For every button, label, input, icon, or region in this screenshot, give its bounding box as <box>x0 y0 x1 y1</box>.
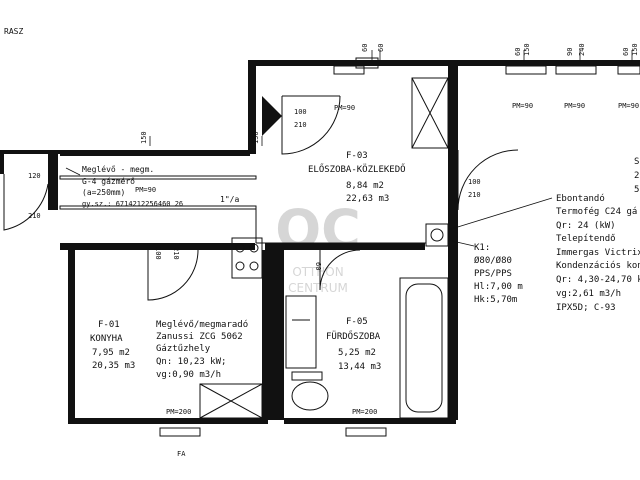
boiler-line-3: Immergas Victrix <box>556 248 640 258</box>
room-hall: F-03 ELŐSZOBA-KÖZLEKEDŐ 8,84 m2 22,63 m3 <box>308 151 406 204</box>
hall-name: ELŐSZOBA-KÖZLEKEDŐ <box>308 164 406 175</box>
dim-150-mid: 150 <box>140 131 148 144</box>
kitchen-area: 7,95 m2 <box>92 348 130 358</box>
kitchen-volume: 20,35 m3 <box>92 361 135 371</box>
dim-60-r2: 60 <box>622 48 630 56</box>
dim-150-r1: 150 <box>523 43 531 56</box>
k1-flue-note: K1: Ø80/Ø80 PPS/PPS Hl:7,00 m Hk:5,70m <box>474 243 523 305</box>
k1-line-1: Ø80/Ø80 <box>474 255 512 266</box>
bath-code: F-05 <box>346 317 368 327</box>
boiler-line-2: Telepítendő <box>556 234 616 244</box>
dim-90-r1: 90 <box>566 48 574 56</box>
toilet <box>291 371 329 411</box>
pm90-a: PM=90 <box>512 102 533 110</box>
pm200-kitchen: PM=200 <box>166 408 191 416</box>
stove-line-4: vg:0,90 m3/h <box>156 370 221 380</box>
gas-meter-line-1: G-4 gázmérő <box>82 176 135 186</box>
gas-pipe <box>59 175 426 244</box>
watermark-line2: CENTRUM <box>288 281 348 295</box>
stove-line-2: Gáztűzhely <box>156 344 211 354</box>
doors <box>3 95 519 301</box>
dim-60-top: 60 <box>361 44 369 52</box>
boiler-line-0: Termofég C24 gá <box>556 206 637 217</box>
kitchen-code: F-01 <box>98 320 120 330</box>
sink <box>285 295 317 369</box>
hall-area: 8,84 m2 <box>346 181 384 191</box>
gas-meter-line-2: (a=250mm) <box>82 188 125 197</box>
door-dim-210-a: 210 <box>294 121 307 129</box>
door-dim-210-c: 210 <box>28 212 41 220</box>
boiler-line-1: Qr: 24 (kW) <box>556 221 616 231</box>
door-dim-100-c: 100 <box>154 247 162 260</box>
k1-line-0: K1: <box>474 243 490 253</box>
watermark-line1: OTTHON <box>292 265 343 279</box>
watermark-mark: OC <box>275 198 361 261</box>
boiler-note: Termofég C24 gá Qr: 24 (kW) Telepítendő … <box>556 206 640 313</box>
pm90-hall: PM=90 <box>334 104 355 112</box>
right-room-line3: 5 <box>634 185 639 195</box>
dimension-lines <box>149 50 633 146</box>
stove-note: Meglévő/megmaradó Zanussi ZCG 5062 Gáztű… <box>156 319 248 380</box>
pipe-size-label: 1"/a <box>220 195 239 204</box>
boiler-line-6: vg:2,61 m3/h <box>556 289 621 299</box>
door-dim-210-b: 210 <box>468 191 481 199</box>
pm90-corridor: PM=90 <box>135 186 156 194</box>
k1-line-3: Hl:7,00 m <box>474 282 523 292</box>
gas-meter-line-3: gy.sz.: 6714212256460 26 <box>82 200 183 208</box>
hall-code: F-03 <box>346 151 368 161</box>
dim-240-r1: 240 <box>578 43 586 56</box>
dim-60-r1: 60 <box>514 48 522 56</box>
door-dim-60: 60 <box>314 262 322 270</box>
k1-line-4: Hk:5,70m <box>474 295 517 305</box>
pm90-c: PM=90 <box>618 102 639 110</box>
gas-stove <box>231 237 263 279</box>
windows <box>159 57 640 437</box>
dim-60-top-b: 60 <box>377 44 385 52</box>
room-kitchen: F-01 KONYHA 7,95 m2 20,35 m3 <box>90 320 135 371</box>
bath-area: 5,25 m2 <box>338 348 376 358</box>
door-dim-210-d: 210 <box>172 247 180 260</box>
boiler-line-7: IPX5D; C-93 <box>556 303 616 313</box>
door-dim-120: 120 <box>28 172 41 180</box>
right-room-code: S <box>634 157 639 167</box>
pm90-b: PM=90 <box>564 102 585 110</box>
bathtub <box>399 277 449 419</box>
shafts <box>199 77 449 419</box>
fa-label: FA <box>177 450 186 458</box>
right-room-line2: 2 <box>634 171 639 181</box>
ebontando-label: Ebontandó <box>556 193 605 204</box>
title-fragment: RASZ <box>4 27 23 36</box>
bath-volume: 13,44 m3 <box>338 362 381 372</box>
gas-meter-line-0: Meglévő - megm. <box>82 164 154 174</box>
stove-line-0: Meglévő/megmaradó <box>156 319 248 330</box>
boiler-symbol <box>425 223 449 247</box>
kitchen-name: KONYHA <box>90 334 123 344</box>
boiler-line-4: Kondenzációs kon <box>556 260 640 271</box>
leader-lines <box>65 167 553 247</box>
room-bath: F-05 FÜRDŐSZOBA 5,25 m2 13,44 m3 <box>326 317 381 372</box>
dim-150-mid-b: 150 <box>252 131 260 144</box>
dim-150-r2: 150 <box>631 43 639 56</box>
door-dim-100-a: 100 <box>294 108 307 116</box>
hall-volume: 22,63 m3 <box>346 194 389 204</box>
k1-line-2: PPS/PPS <box>474 269 512 279</box>
stair-marker <box>262 96 282 136</box>
boiler-line-5: Qr: 4,30-24,70 kW <box>556 275 640 285</box>
bath-name: FÜRDŐSZOBA <box>326 331 381 342</box>
walls <box>0 60 640 424</box>
pm200-bath: PM=200 <box>352 408 377 416</box>
door-dim-100-b: 100 <box>468 178 481 186</box>
watermark: OC OTTHON CENTRUM <box>275 198 361 295</box>
stove-line-3: Qn: 10,23 kW; <box>156 357 226 367</box>
stove-line-1: Zanussi ZCG 5062 <box>156 332 243 342</box>
gas-meter-note: Meglévő - megm. G-4 gázmérő (a=250mm) gy… <box>82 164 183 208</box>
